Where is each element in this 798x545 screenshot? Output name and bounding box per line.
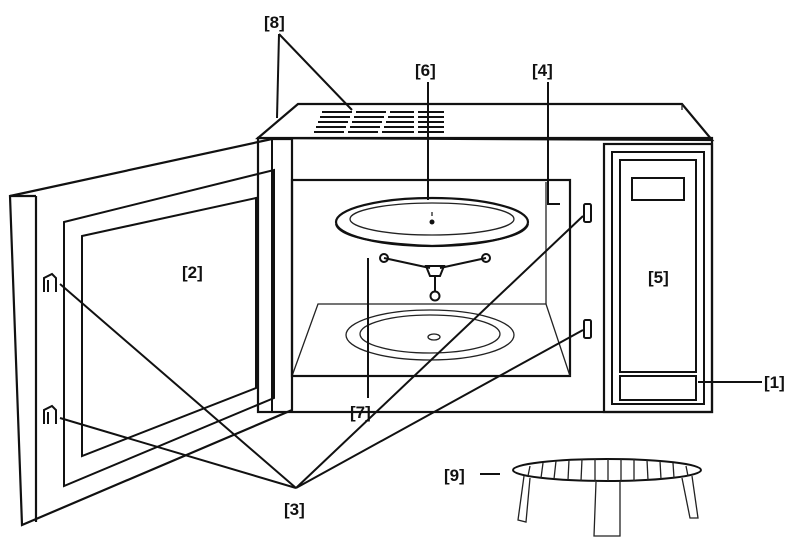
door-hook-lower: [43, 404, 57, 424]
waveguide-cover: [547, 180, 560, 205]
turntable-seat: [345, 309, 515, 361]
label-4: [4]: [532, 61, 553, 80]
callout-lines: [59, 33, 762, 489]
metal-rack: [512, 458, 702, 537]
label-9: [9]: [444, 466, 465, 485]
label-3: [3]: [284, 500, 305, 519]
glass-tray: [334, 196, 530, 248]
control-panel: [602, 142, 714, 414]
vent-grille: [314, 111, 444, 133]
door: [8, 137, 294, 527]
label-2: [2]: [182, 263, 203, 282]
roller-ring: [379, 253, 491, 302]
door-release-button: [619, 375, 697, 401]
label-6: [6]: [415, 61, 436, 80]
door-hook-upper: [43, 272, 57, 292]
oven-cavity: [290, 178, 572, 378]
label-8: [8]: [264, 13, 285, 32]
label-5: [5]: [648, 268, 669, 287]
label-7: [7]: [350, 403, 371, 422]
label-1: [1]: [764, 373, 785, 392]
latch-slot-lower: [583, 319, 592, 339]
latch-slot-upper: [583, 203, 592, 223]
